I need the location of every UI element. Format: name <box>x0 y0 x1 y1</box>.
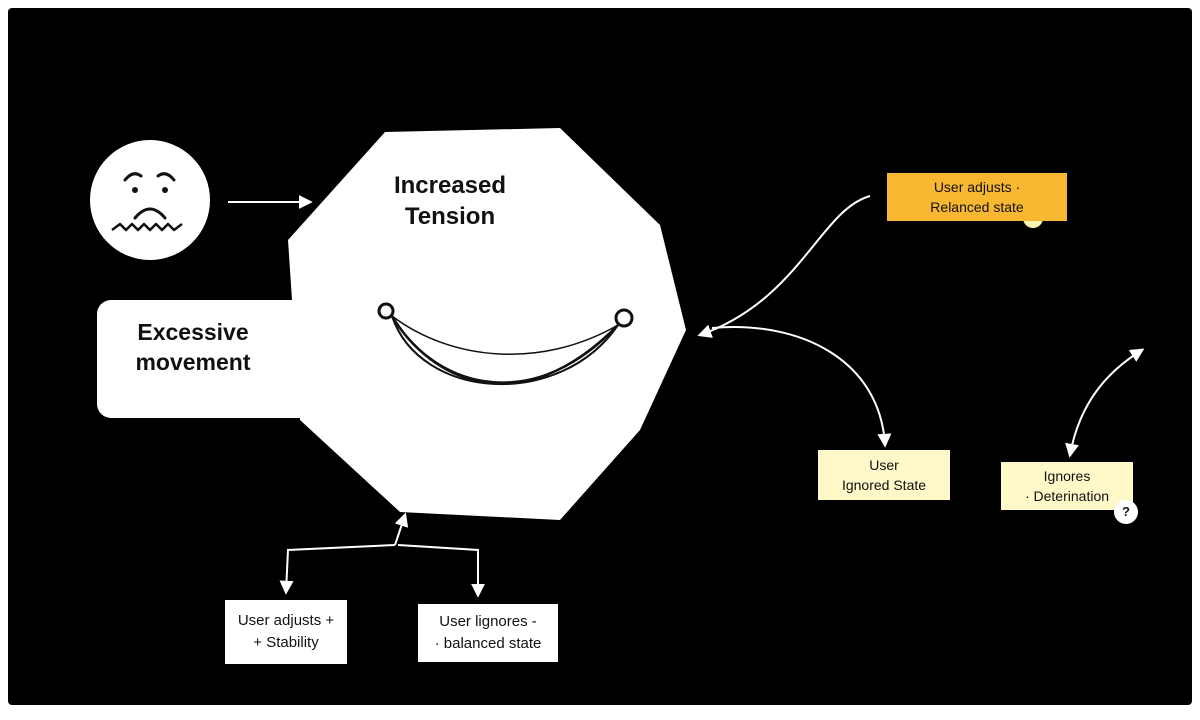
left-panel <box>97 300 327 418</box>
arrow-top-right-to-shape <box>697 195 871 338</box>
node-bottom-left: User adjusts + + Stability <box>225 600 347 664</box>
question-badge: ? <box>1114 500 1138 524</box>
node-mid-right: User Ignored State <box>818 450 950 500</box>
node-bottom-mid: User lignores - · balanced state <box>418 604 558 662</box>
node-top-right: User adjusts · Relanced state <box>887 173 1067 221</box>
sad-face-icon <box>90 140 210 260</box>
center-title: Increased Tension <box>393 172 507 231</box>
node-far-right: Ignores · Deterination <box>1001 462 1133 510</box>
hammock-icon <box>377 302 634 386</box>
left-panel-label: Excessive movement <box>135 319 251 375</box>
central-shape <box>288 128 686 520</box>
arrow-shape-to-ignored <box>711 326 892 448</box>
arrow-bottom-branch <box>279 512 485 598</box>
arrow-far-right-bidirectional <box>1065 348 1145 458</box>
